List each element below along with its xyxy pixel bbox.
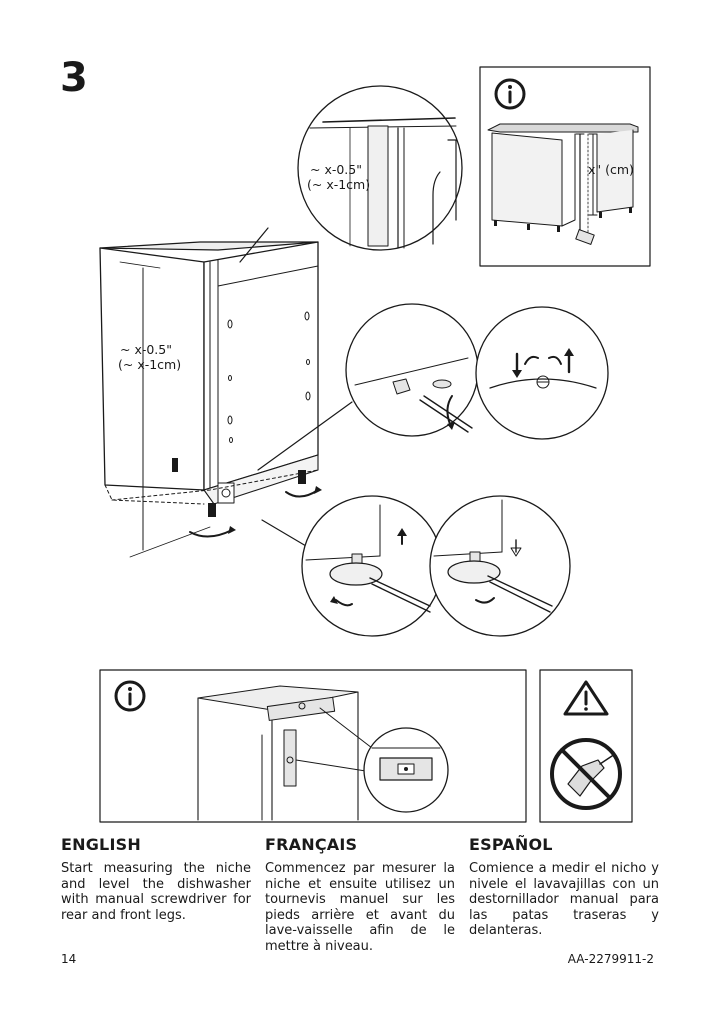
section-francais: FRANÇAIS Commencez par mesurer la niche … [265,836,455,955]
callout-front-foot-up [261,495,443,637]
page-number: 14 [61,952,77,966]
step-number: 3 [60,55,88,101]
side-height-label-1: ~ x-0.5" [120,342,172,357]
section-text: Comience a medir el nicho y nivele el la… [469,861,659,939]
section-english: ENGLISH Start measuring the niche and le… [61,836,251,923]
side-height-label-2: (~ x-1cm) [118,357,181,372]
info-panel-level [99,669,527,823]
info-icon [114,680,146,712]
callout-front-foot-down [429,495,571,637]
no-power-drill-icon [550,738,622,810]
callout-level-detail [475,306,609,440]
section-text: Start measuring the niche and level the … [61,861,251,923]
document-code: AA-2279911-2 [567,952,654,966]
dishwasher-main: ~ x-0.5" (~ x-1cm) [99,241,322,558]
niche-height-label: x" (cm) [588,162,634,177]
info-panel-niche: x" (cm) [479,66,651,267]
section-espanol: ESPAÑOL Comience a medir el nicho y nive… [469,836,659,939]
warning-panel [539,669,633,823]
warning-triangle-icon [563,680,609,716]
section-heading: ENGLISH [61,835,141,854]
section-heading: ESPAÑOL [469,835,553,854]
callout-top-gap: ~ x-0.5" (~ x-1cm) [239,85,463,263]
section-text: Commencez par mesurer la niche et ensuit… [265,861,455,954]
section-heading: FRANÇAIS [265,835,358,854]
info-icon [494,78,526,110]
top-gap-label-1: ~ x-0.5" [310,162,362,177]
top-gap-label-2: (~ x-1cm) [307,177,370,192]
